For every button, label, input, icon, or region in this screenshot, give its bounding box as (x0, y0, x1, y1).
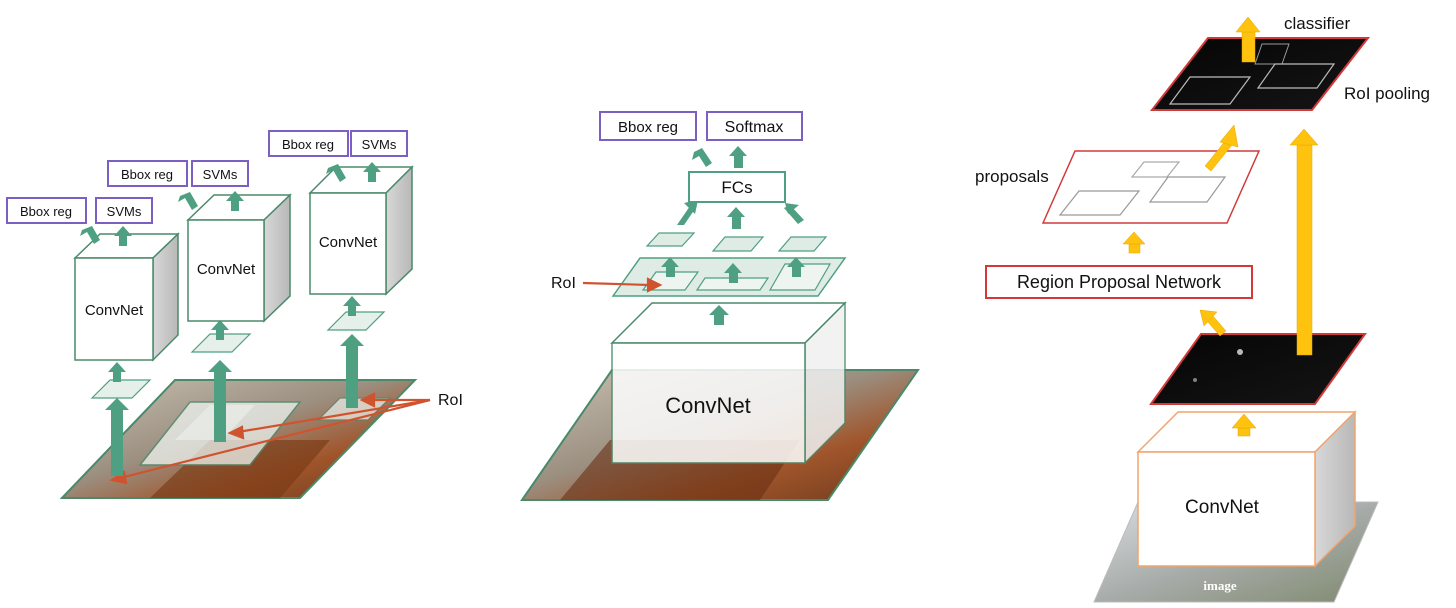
proposals-plane (1041, 150, 1261, 224)
proposal-rect-1 (1058, 190, 1141, 216)
feature-map-c (1149, 333, 1367, 405)
svms-box-a2 (191, 160, 249, 187)
panel-rcnn: RoI ConvNet ConvNet (6, 130, 463, 499)
roi-label-b: RoI (551, 275, 576, 292)
heads-a: Bbox reg SVMs Bbox reg SVMs Bbox reg SVM… (6, 130, 408, 224)
convnet-cube-a1: ConvNet (73, 232, 180, 362)
bbox-reg-box-b (599, 111, 697, 141)
bbox-reg-label-b: Bbox reg (618, 119, 678, 136)
pooled-rect-3 (1256, 63, 1336, 89)
svms-label-a3: SVMs (362, 137, 397, 152)
svms-box-a3 (350, 130, 408, 157)
warped-crop-1 (90, 379, 152, 399)
proposal-rect-2 (1130, 161, 1181, 178)
pooled-plane-b2 (711, 236, 765, 252)
fcs-label: FCs (721, 178, 752, 197)
roi-label-a: RoI (438, 392, 463, 409)
bbox-reg-label-a2: Bbox reg (121, 167, 173, 182)
roi-pooling-plane (1149, 37, 1371, 111)
convnet-label-c: ConvNet (1185, 497, 1260, 518)
bbox-reg-box-a1 (6, 197, 87, 224)
convnet-label-a3: ConvNet (319, 234, 378, 251)
image-caption-c: image (1203, 578, 1236, 593)
rpn-box (985, 265, 1253, 299)
warped-crop-2 (190, 333, 252, 353)
panel-faster-rcnn: image ConvNet Region Proposal Network pr… (975, 14, 1430, 603)
classifier-label: classifier (1284, 14, 1350, 33)
activation-spot-2 (1193, 378, 1197, 382)
convnet-cube-c: ConvNet (1136, 410, 1357, 568)
pooled-plane-b3 (777, 236, 828, 252)
activation-spot-1 (1237, 349, 1243, 355)
roi-arrow-b (582, 277, 663, 293)
convnet-label-b: ConvNet (665, 393, 751, 418)
yellow-arrows-c (1122, 16, 1319, 437)
fcs-box (688, 171, 786, 203)
svms-box-a1 (95, 197, 153, 224)
pooled-rect-1 (1168, 76, 1252, 105)
roi-rect-b2 (695, 277, 770, 291)
convnet-label-a2: ConvNet (197, 261, 256, 278)
roi-pooling-label: RoI pooling (1344, 84, 1430, 103)
roi-arrows-a (109, 392, 431, 485)
pooled-rect-2 (1254, 43, 1290, 65)
convnet-cube-b: ConvNet (610, 301, 847, 465)
bbox-reg-label-a1: Bbox reg (20, 204, 72, 219)
pooled-plane-b1 (645, 232, 696, 247)
proposals-label: proposals (975, 167, 1049, 186)
rpn-label: Region Proposal Network (1017, 272, 1222, 292)
convnet-cube-a3: ConvNet (308, 165, 414, 296)
softmax-label-b: Softmax (725, 119, 784, 136)
head-arrows-a (80, 162, 381, 246)
softmax-box-b (706, 111, 803, 141)
bbox-reg-label-a3: Bbox reg (282, 137, 334, 152)
proposal-rect-3 (1148, 176, 1227, 203)
svms-label-a2: SVMs (203, 167, 238, 182)
panel-fast-rcnn: ConvNet RoI FCs (520, 111, 920, 501)
convnet-label-a1: ConvNet (85, 302, 144, 319)
bbox-reg-box-a3 (268, 130, 349, 157)
teal-arrows-b (661, 146, 805, 325)
bbox-reg-box-a2 (107, 160, 188, 187)
convnet-cube-a2: ConvNet (186, 193, 292, 323)
svms-label-a1: SVMs (107, 204, 142, 219)
teal-arrows-a (105, 296, 364, 476)
warped-crop-3 (326, 311, 386, 331)
